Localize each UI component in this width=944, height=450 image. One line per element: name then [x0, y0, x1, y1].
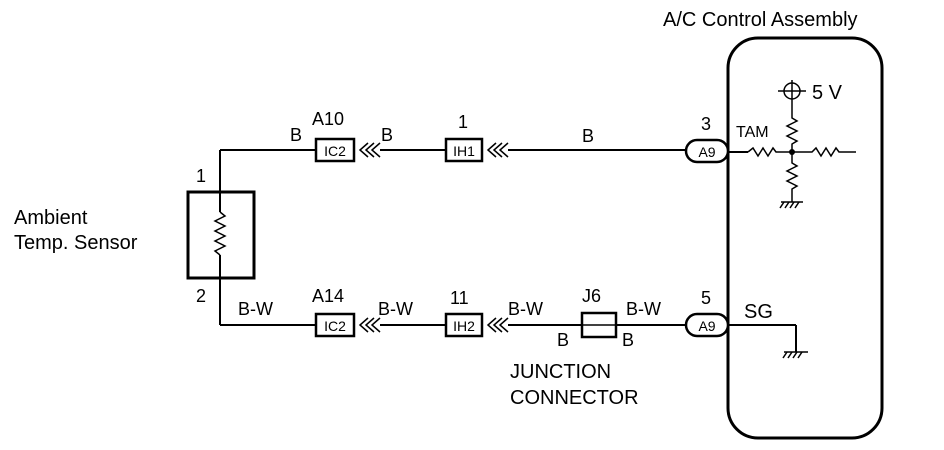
connector-ih1	[444, 137, 484, 163]
connector-a10	[314, 137, 356, 163]
resistor-lower	[785, 152, 799, 202]
terminal-a9-bottom	[684, 312, 730, 338]
chevrons-ih1	[486, 142, 509, 158]
resistor-upper	[785, 113, 799, 152]
junction-pin-right: B	[622, 330, 634, 350]
bottom-wire-color-1: B-W	[238, 299, 273, 319]
sensor-label-line2: Temp. Sensor	[14, 232, 138, 254]
conn-ih1-pin: 1	[458, 112, 468, 132]
conn-a10-code: IC2	[324, 143, 346, 159]
ac-control-assembly-box	[726, 36, 884, 440]
terminal-5-code: A9	[698, 318, 715, 334]
connector-a14	[314, 312, 356, 338]
tam-label: TAM	[736, 124, 769, 141]
conn-ih1-code: IH1	[453, 143, 475, 159]
conn-ih2-pin: 11	[450, 288, 469, 308]
conn-a14-code: IC2	[324, 318, 346, 334]
sg-label: SG	[744, 301, 773, 323]
terminal-3-pin: 3	[701, 114, 711, 134]
resistor-right	[792, 146, 856, 158]
junction-label-line2: CONNECTOR	[510, 387, 639, 409]
chevrons-a10	[358, 142, 381, 158]
conn-a14-name: A14	[312, 286, 344, 306]
bottom-wire-color-4: B-W	[626, 299, 661, 319]
bottom-wire-color-3: B-W	[508, 299, 543, 319]
conn-a10-name: A10	[312, 109, 344, 129]
sensor-pin-top: 1	[196, 166, 206, 186]
top-wire-color-3: B	[582, 126, 594, 146]
terminal-3-code: A9	[698, 144, 715, 160]
chevrons-ih2	[486, 317, 509, 333]
top-wire-color-1: B	[290, 125, 302, 145]
sensor-label-line1: Ambient	[14, 207, 88, 229]
bottom-wire-color-2: B-W	[378, 299, 413, 319]
ground-symbol-1	[779, 201, 803, 209]
terminal-a9-top	[684, 138, 730, 164]
terminal-5-pin: 5	[701, 288, 711, 308]
sensor-pin-bottom: 2	[196, 286, 206, 306]
assembly-title: A/C Control Assembly	[663, 9, 858, 31]
voltage-label: 5 V	[812, 82, 843, 104]
resistor-tam	[747, 146, 792, 158]
junction-name: J6	[582, 286, 601, 306]
top-wire-color-2: B	[381, 125, 393, 145]
chevrons-a14	[358, 317, 381, 333]
junction-pin-left: B	[557, 330, 569, 350]
conn-ih2-code: IH2	[453, 318, 475, 334]
ground-symbol-2	[782, 351, 808, 359]
supply-symbol	[778, 80, 806, 113]
connector-ih2	[444, 312, 484, 338]
junction-label-line1: JUNCTION	[510, 361, 611, 383]
sensor-resistor	[213, 211, 227, 256]
